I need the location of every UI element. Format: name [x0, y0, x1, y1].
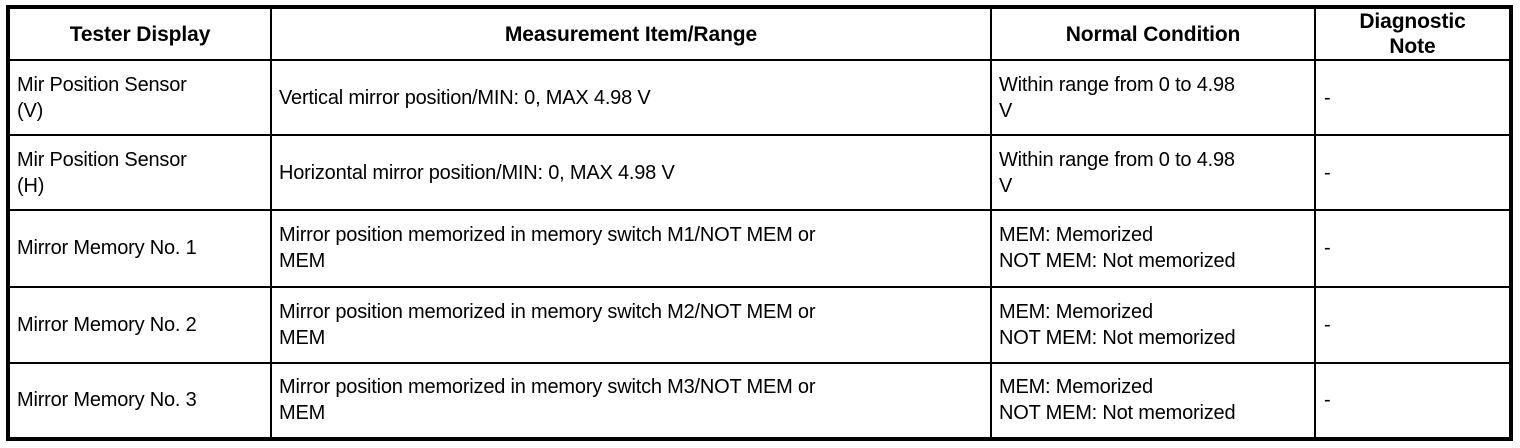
- table-row: Mirror Memory No. 2 Mirror position memo…: [7, 285, 1512, 364]
- table-row: Mir Position Sensor (H) Horizontal mirro…: [7, 134, 1512, 212]
- measurement-item-range-value: Mirror position memorized in memory swit…: [279, 376, 816, 425]
- cell-tester-display: Mir Position Sensor (H): [7, 134, 272, 212]
- cell-diagnostic-note: -: [1314, 361, 1512, 441]
- cell-tester-display: Mirror Memory No. 1: [7, 209, 272, 288]
- diagnostic-note-value: -: [1324, 389, 1331, 412]
- normal-condition-value: MEM: Memorized NOT MEM: Not memorized: [999, 224, 1236, 273]
- cell-tester-display: Mirror Memory No. 2: [7, 285, 272, 364]
- normal-condition-value: Within range from 0 to 4.98 V: [999, 148, 1235, 197]
- cell-measurement-item-range: Mirror position memorized in memory swit…: [270, 285, 992, 364]
- normal-condition-value: MEM: Memorized NOT MEM: Not memorized: [999, 376, 1236, 425]
- diagnostic-note-value: -: [1324, 86, 1331, 109]
- cell-diagnostic-note: -: [1314, 58, 1512, 137]
- cell-tester-display: Mirror Memory No. 3: [7, 361, 272, 441]
- cell-diagnostic-note: -: [1314, 134, 1512, 212]
- tester-display-value: Mir Position Sensor (H): [17, 148, 187, 197]
- table-row: Mirror Memory No. 3 Mirror position memo…: [7, 361, 1512, 441]
- tester-display-value: Mirror Memory No. 3: [17, 389, 197, 412]
- table-row: Mir Position Sensor (V) Vertical mirror …: [7, 58, 1512, 137]
- normal-condition-value: MEM: Memorized NOT MEM: Not memorized: [999, 300, 1236, 349]
- table-row: Mirror Memory No. 1 Mirror position memo…: [7, 209, 1512, 288]
- cell-measurement-item-range: Horizontal mirror position/MIN: 0, MAX 4…: [270, 134, 992, 212]
- column-header-measurement-item-range: Measurement Item/Range: [270, 6, 992, 61]
- tester-display-value: Mirror Memory No. 1: [17, 237, 197, 260]
- column-header-diagnostic-note: Diagnostic Note: [1314, 6, 1512, 61]
- column-header-tester-display-label: Tester Display: [69, 22, 211, 46]
- normal-condition-value: Within range from 0 to 4.98 V: [999, 73, 1235, 122]
- cell-diagnostic-note: -: [1314, 209, 1512, 288]
- table-body: Mir Position Sensor (V) Vertical mirror …: [7, 58, 1512, 441]
- tester-display-value: Mirror Memory No. 2: [17, 313, 197, 336]
- measurement-item-range-value: Horizontal mirror position/MIN: 0, MAX 4…: [279, 161, 675, 184]
- column-header-normal-condition: Normal Condition: [990, 6, 1316, 61]
- diagnostic-note-value: -: [1324, 313, 1331, 336]
- column-header-diagnostic-note-label: Diagnostic Note: [1359, 10, 1466, 58]
- cell-normal-condition: Within range from 0 to 4.98 V: [990, 58, 1316, 137]
- cell-measurement-item-range: Vertical mirror position/MIN: 0, MAX 4.9…: [270, 58, 992, 137]
- cell-measurement-item-range: Mirror position memorized in memory swit…: [270, 209, 992, 288]
- table-header-row: Tester Display Measurement Item/Range No…: [7, 6, 1512, 61]
- table-header: Tester Display Measurement Item/Range No…: [7, 6, 1512, 61]
- cell-normal-condition: Within range from 0 to 4.98 V: [990, 134, 1316, 212]
- diagnostic-note-value: -: [1324, 237, 1331, 260]
- cell-normal-condition: MEM: Memorized NOT MEM: Not memorized: [990, 361, 1316, 441]
- cell-measurement-item-range: Mirror position memorized in memory swit…: [270, 361, 992, 441]
- measurement-item-range-value: Mirror position memorized in memory swit…: [279, 224, 816, 273]
- cell-tester-display: Mir Position Sensor (V): [7, 58, 272, 137]
- measurement-item-range-value: Mirror position memorized in memory swit…: [279, 300, 816, 349]
- cell-normal-condition: MEM: Memorized NOT MEM: Not memorized: [990, 285, 1316, 364]
- cell-normal-condition: MEM: Memorized NOT MEM: Not memorized: [990, 209, 1316, 288]
- measurement-item-range-value: Vertical mirror position/MIN: 0, MAX 4.9…: [279, 86, 651, 109]
- column-header-tester-display: Tester Display: [7, 6, 272, 61]
- diagnostic-note-value: -: [1324, 161, 1331, 184]
- column-header-measurement-item-range-label: Measurement Item/Range: [504, 22, 758, 46]
- diagnostic-spec-table: Tester Display Measurement Item/Range No…: [6, 5, 1513, 441]
- column-header-normal-condition-label: Normal Condition: [1065, 22, 1241, 46]
- cell-diagnostic-note: -: [1314, 285, 1512, 364]
- tester-display-value: Mir Position Sensor (V): [17, 73, 187, 122]
